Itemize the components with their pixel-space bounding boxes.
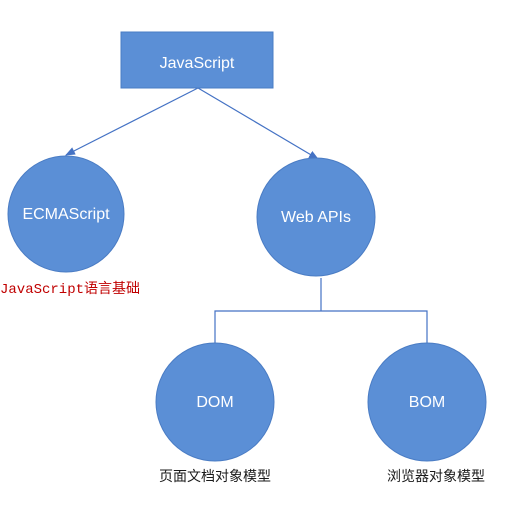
bom-node	[367, 342, 487, 462]
javascript-node-label: JavaScript	[160, 55, 235, 72]
ecmascript-node-label: ECMAScript	[22, 206, 110, 223]
bom-caption: 浏览器对象模型	[387, 469, 485, 485]
javascript-node	[120, 31, 274, 89]
ecmascript-node	[7, 155, 125, 273]
ecmascript-caption-text: 语言基础	[84, 280, 140, 297]
dom-node	[155, 342, 275, 462]
connector-root-to-webapis	[197, 87, 319, 160]
webapis-node	[256, 157, 376, 277]
ecmascript-caption-code: JavaScript	[0, 282, 84, 298]
connector-root-to-ecmascript	[65, 87, 199, 156]
bracket-webapis-to-dom-bom	[214, 278, 428, 343]
dom-node-label: DOM	[196, 394, 233, 411]
dom-caption: 页面文档对象模型	[159, 469, 271, 485]
webapis-node-label: Web APIs	[281, 209, 351, 226]
bom-node-label: BOM	[409, 394, 445, 411]
ecmascript-caption: JavaScript语言基础	[0, 280, 140, 298]
